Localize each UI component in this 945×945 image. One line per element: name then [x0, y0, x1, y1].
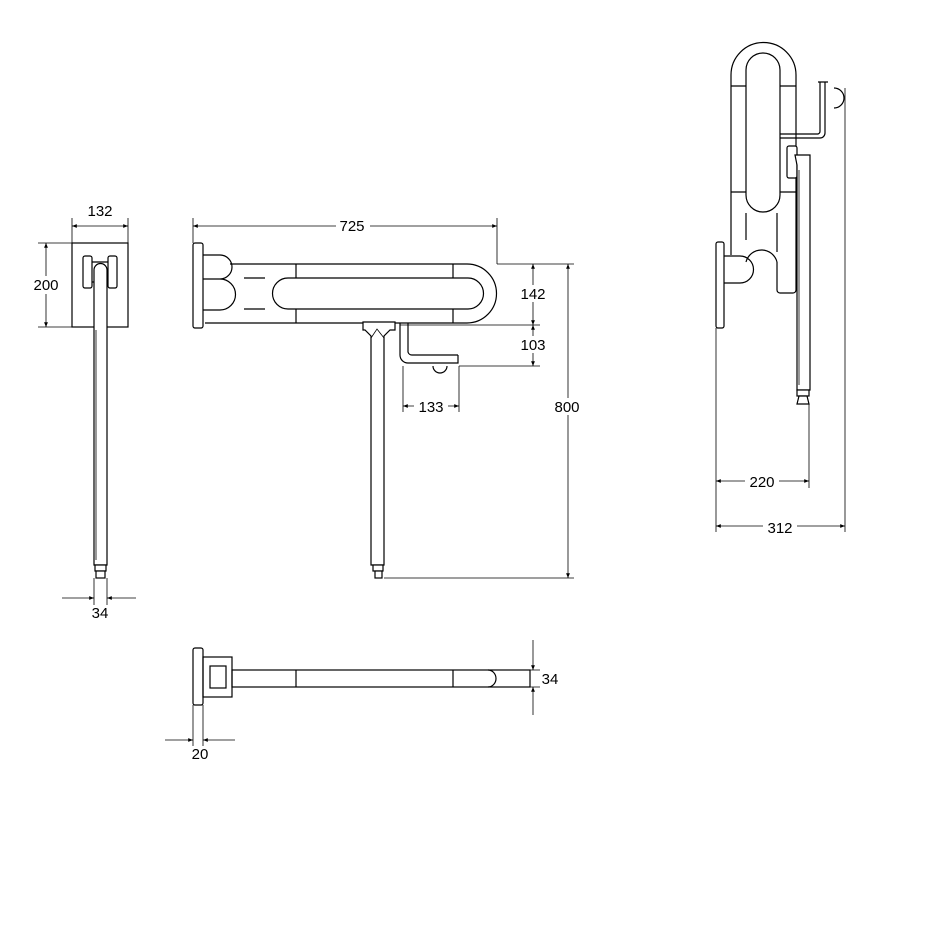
- pole: [93, 262, 108, 566]
- leg: [362, 321, 396, 566]
- top-view: 34 20: [165, 640, 558, 763]
- dim-width: 132: [87, 203, 112, 220]
- foot: [94, 564, 107, 572]
- folded-leg: [794, 154, 811, 391]
- bracket-left: [82, 255, 93, 289]
- bracket: [203, 254, 237, 311]
- wall-plate: [192, 242, 204, 329]
- dim-total-height: 800: [554, 399, 579, 416]
- leg-foot: [796, 395, 810, 405]
- dim-rail-height: 142: [520, 286, 545, 303]
- leg-foot: [374, 570, 383, 579]
- dim-plate-thickness: 20: [192, 746, 209, 763]
- rail: [231, 669, 531, 688]
- wall-plate: [192, 647, 204, 706]
- u-rail-outer: [205, 263, 498, 324]
- dim-leg-offset: 220: [749, 474, 774, 491]
- dim-depth: 312: [767, 520, 792, 537]
- dim-hook-drop: 103: [520, 337, 545, 354]
- wall-plate: [715, 241, 725, 329]
- front-view: 725 142 103 800 133: [192, 218, 586, 579]
- folded-rail-inner: [745, 52, 781, 213]
- bracket-right: [107, 255, 118, 289]
- paper-holder: [399, 323, 459, 364]
- dim-hook-length: 133: [418, 399, 443, 416]
- dim-pole-diameter: 34: [92, 605, 109, 622]
- folded-view: 220 312: [715, 41, 846, 537]
- dim-height: 200: [33, 277, 58, 294]
- left-side-view: 132 200 34: [30, 203, 136, 622]
- bracket: [202, 656, 233, 698]
- dim-length: 725: [339, 218, 364, 235]
- dim-rail-diameter: 34: [542, 671, 559, 688]
- paper-holder: [780, 81, 828, 139]
- u-rail-inner: [271, 277, 485, 310]
- folded-rail-outer: [730, 41, 797, 294]
